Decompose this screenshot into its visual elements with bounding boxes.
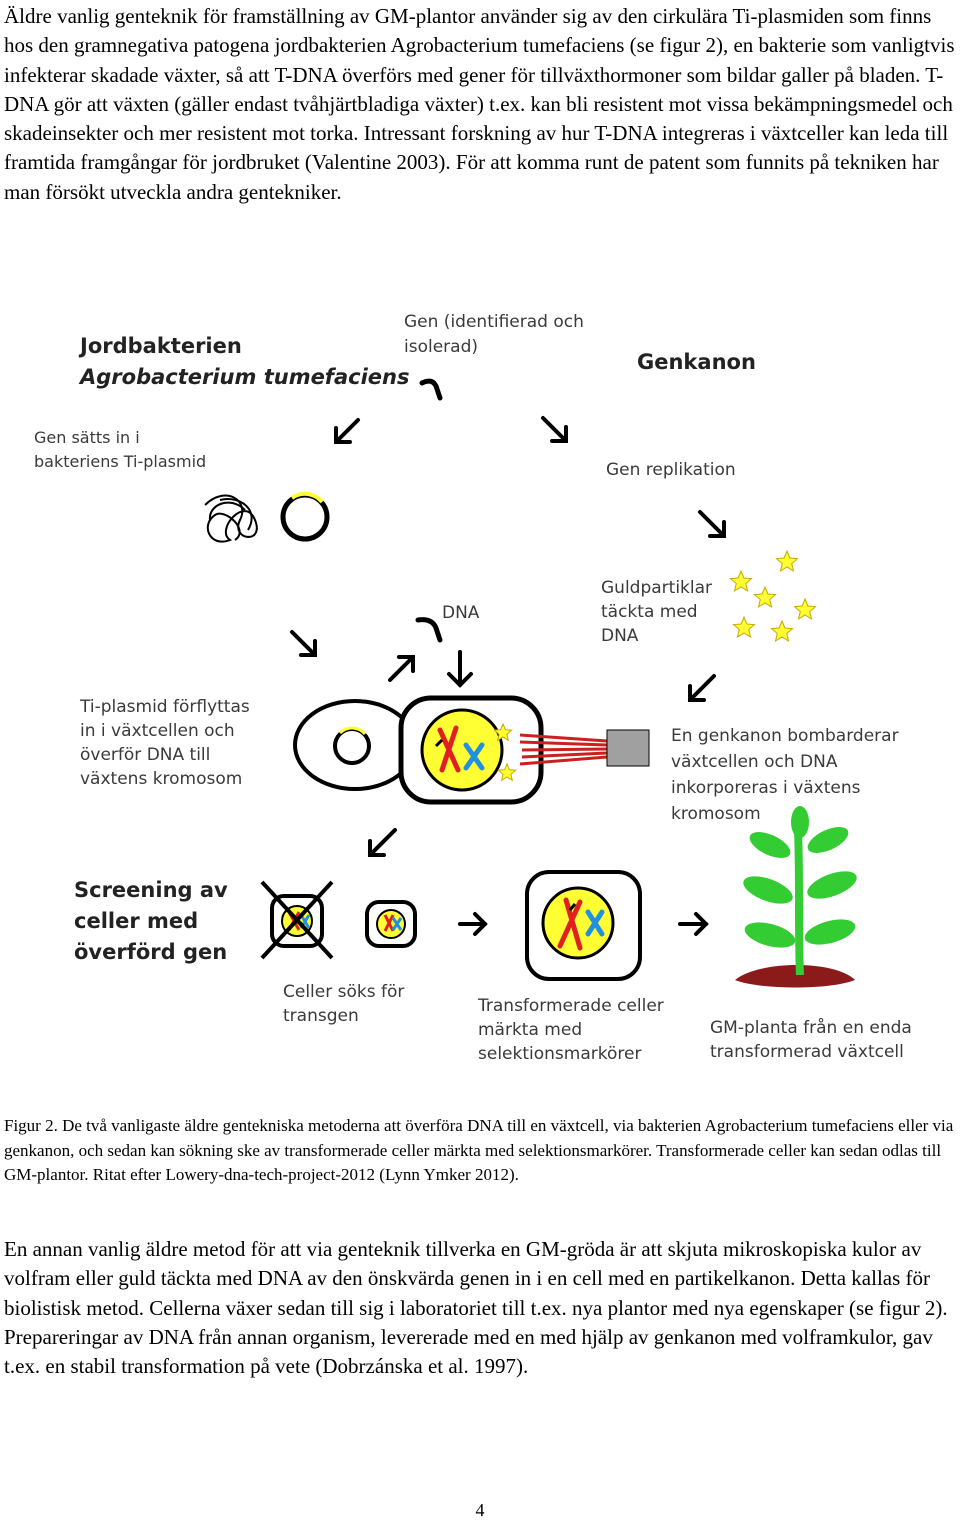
celler-line1: Celler söks för xyxy=(283,982,404,1002)
gene-fragment-icon xyxy=(419,378,443,401)
genkanon-label: Genkanon xyxy=(637,350,756,374)
gene-gun-icon xyxy=(606,729,650,767)
cell-nucleus xyxy=(420,708,504,792)
gene-transfer-figure: Jordbakterien Agrobacterium tumefaciens … xyxy=(34,312,912,1064)
inserted-gene-icon xyxy=(434,738,444,748)
dna-label: DNA xyxy=(442,603,480,623)
arrow-up-right-icon xyxy=(388,655,415,682)
screening-line3: överförd gen xyxy=(74,940,227,964)
candidate-cell xyxy=(365,900,417,948)
gold-star-icon xyxy=(770,619,794,642)
page-number: 4 xyxy=(475,1500,485,1520)
guld-line1: Guldpartiklar xyxy=(601,578,712,598)
transf-line1: Transformerade celler xyxy=(477,996,664,1016)
transf-line3: selektionsmarkörer xyxy=(478,1044,641,1064)
gm-line1: GM-planta från en enda xyxy=(710,1017,912,1038)
gm-plant-icon xyxy=(735,806,857,988)
bomb-line2: växtcellen och DNA xyxy=(671,752,838,772)
bacterium-cell xyxy=(293,699,417,791)
chromosome-red-icon xyxy=(437,725,461,773)
transf-line2: märkta med xyxy=(478,1020,582,1040)
screening-line2: celler med xyxy=(74,909,198,933)
gene-label-line2: isolerad) xyxy=(404,337,478,357)
figure-caption: Figur 2. De två vanligaste äldre gentekn… xyxy=(4,1116,954,1185)
gen-replikation-label: Gen replikation xyxy=(606,460,736,480)
ti-line3: överför DNA till xyxy=(80,745,210,765)
ti-plasmid-icon xyxy=(333,726,371,765)
gold-star-icon xyxy=(793,597,817,620)
guld-line2: täckta med xyxy=(601,602,698,622)
bomb-line1: En genkanon bombarderar xyxy=(671,726,899,746)
arrow-down-right-icon xyxy=(290,630,317,657)
gen-satts-line1: Gen sätts in i xyxy=(34,428,140,447)
arrow-right-icon xyxy=(458,912,488,936)
figure-title-line2: Agrobacterium tumefaciens xyxy=(78,365,409,389)
gold-star-icon xyxy=(497,762,517,782)
arrow-down-left-icon xyxy=(688,674,716,702)
celler-line2: transgen xyxy=(283,1006,359,1026)
dna-fragment-icon xyxy=(415,617,443,643)
transformed-cell xyxy=(525,870,642,981)
gm-line2: transformerad växtcell xyxy=(710,1042,904,1062)
gold-star-icon xyxy=(729,569,753,592)
chromosome-blue-icon xyxy=(463,742,485,771)
gold-star-icon xyxy=(775,549,799,572)
biolistic-paragraph: En annan vanlig äldre metod för att via … xyxy=(4,1237,948,1379)
intro-paragraph: Äldre vanlig genteknik för framställning… xyxy=(4,4,955,204)
arrow-down-right-icon xyxy=(698,510,726,538)
guld-line3: DNA xyxy=(601,626,639,646)
arrow-down-left-icon xyxy=(368,828,397,857)
cross-icon xyxy=(260,880,334,960)
gold-star-icon xyxy=(732,615,756,638)
figure-title-line1: Jordbakterien xyxy=(78,334,242,358)
gen-satts-line2: bakteriens Ti-plasmid xyxy=(34,452,206,471)
arrow-down-icon xyxy=(447,650,473,688)
gene-label-line1: Gen (identifierad och xyxy=(404,312,584,332)
gold-star-icon xyxy=(753,585,777,608)
screening-line1: Screening av xyxy=(74,878,228,902)
bomb-line4: kromosom xyxy=(671,804,761,824)
arrow-right-icon xyxy=(678,912,709,936)
ti-plasmid-icon xyxy=(280,491,330,542)
gold-particles-group xyxy=(729,549,817,642)
ti-line2: in i växtcellen och xyxy=(80,721,235,741)
ti-line1: Ti-plasmid förflyttas xyxy=(79,697,250,717)
gold-star-icon xyxy=(493,722,513,742)
rejected-cell xyxy=(260,880,334,960)
ti-line4: växtens kromosom xyxy=(80,769,242,789)
bacterial-chromosome-icon xyxy=(204,494,258,543)
arrow-down-left-icon xyxy=(334,418,360,444)
bomb-line3: inkorporeras i växtens xyxy=(671,778,861,798)
arrow-down-right-icon xyxy=(541,416,568,443)
particle-streaks xyxy=(519,733,608,766)
